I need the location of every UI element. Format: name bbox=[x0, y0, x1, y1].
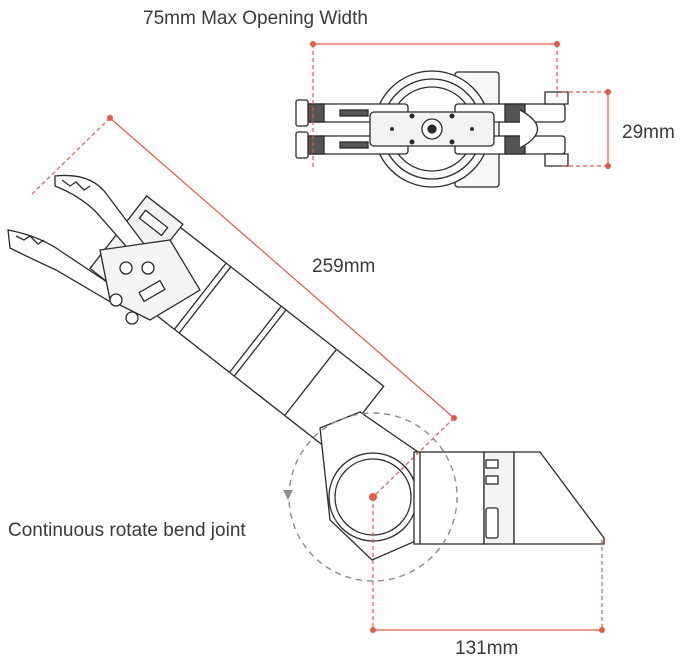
arm-side-view bbox=[7, 174, 605, 561]
side-gripper-jaws bbox=[7, 174, 201, 325]
joint-label: Continuous rotate bend joint bbox=[8, 520, 246, 541]
gripper-top-view bbox=[295, 70, 569, 188]
arm-length-label: 259mm bbox=[312, 256, 376, 277]
base-block bbox=[413, 451, 605, 545]
jaw-height-label: 29mm bbox=[622, 122, 675, 143]
base-length-label: 131mm bbox=[455, 638, 519, 659]
max-opening-label: 75mm Max Opening Width bbox=[143, 8, 368, 29]
elbow-joint bbox=[319, 411, 419, 561]
dimension-lines bbox=[29, 41, 611, 633]
rotation-indicator bbox=[283, 412, 458, 582]
